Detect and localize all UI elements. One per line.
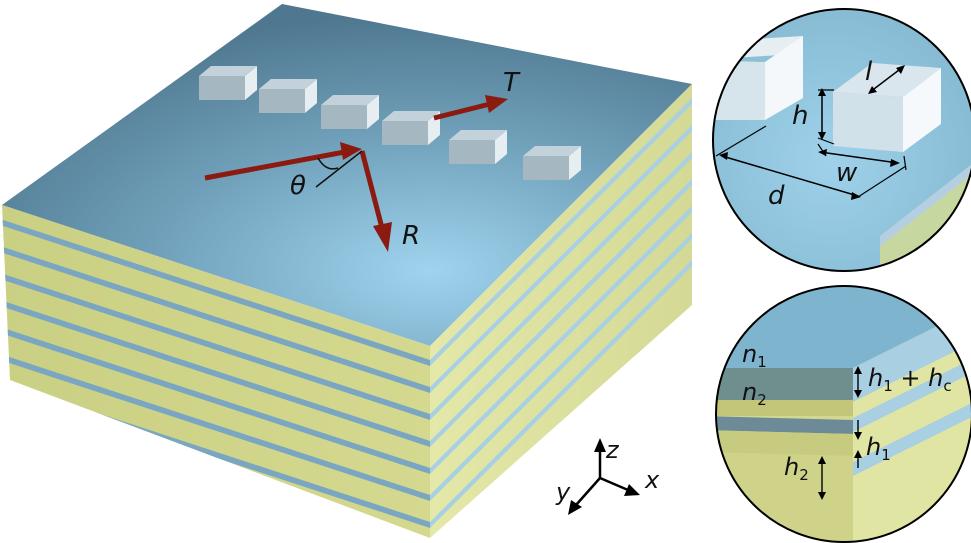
label-h1-sub: 1 xyxy=(881,446,891,464)
label-h1-main: h xyxy=(866,433,881,461)
label-h1c-sub1: 1 xyxy=(883,377,893,395)
right-layer-stripe xyxy=(430,206,692,474)
label-w: w xyxy=(836,158,858,188)
incident-arrowhead xyxy=(340,142,362,160)
nanopillar xyxy=(382,111,440,145)
front-layer-stripe xyxy=(2,327,430,474)
nanopillar xyxy=(259,79,317,113)
reflected-arrowhead xyxy=(373,222,392,252)
label-h2-main: h xyxy=(784,453,799,481)
label-h1: h1 xyxy=(866,433,891,464)
label-n2: n2 xyxy=(742,378,767,409)
angle-reference-line xyxy=(315,150,363,188)
inset-layer-stack xyxy=(715,285,971,543)
axis-label-x: x xyxy=(644,466,660,494)
label-h2-sub: 2 xyxy=(799,466,809,484)
right-layer-stripe xyxy=(430,125,692,393)
right-layer-stripe xyxy=(430,260,692,528)
nanopillar xyxy=(523,146,581,180)
label-h1c-plus: + xyxy=(893,364,928,392)
label-n1-main: n xyxy=(742,340,757,368)
x-axis-line xyxy=(599,476,629,492)
transmitted-arrow xyxy=(433,101,491,121)
front-layer-stripe xyxy=(2,354,430,501)
front-layer-stripe xyxy=(2,273,430,420)
right-layer-stripe xyxy=(430,152,692,420)
label-h1c-subc: c xyxy=(943,377,951,395)
beam-arrows xyxy=(204,95,508,252)
label-d: d xyxy=(768,181,785,211)
y-axis-head xyxy=(568,500,582,515)
transmitted-arrowhead xyxy=(485,95,508,113)
right-layer-stripe xyxy=(430,233,692,501)
x-axis-head xyxy=(624,484,640,496)
front-layer-stripe xyxy=(2,246,430,393)
label-transmitted: T xyxy=(503,68,521,98)
label-n1: n1 xyxy=(742,340,767,371)
right-layer-stripes xyxy=(430,98,692,528)
nanopillar xyxy=(199,66,257,100)
y-axis-line xyxy=(575,477,601,506)
reflected-arrow xyxy=(359,150,385,229)
inset-pillar-geometry xyxy=(712,8,971,272)
incident-arrow xyxy=(204,148,351,181)
axis-label-z: z xyxy=(605,436,620,464)
label-n2-main: n xyxy=(742,378,757,406)
right-layer-stripe xyxy=(430,98,692,366)
label-l: l xyxy=(865,57,873,87)
front-layer-stripe xyxy=(2,219,430,366)
front-layer-stripe xyxy=(2,300,430,447)
label-h: h xyxy=(792,101,808,131)
main-slab xyxy=(2,4,692,538)
label-h1c-h2: h xyxy=(928,364,943,392)
label-h2: h2 xyxy=(784,453,809,484)
slab-top-surface xyxy=(2,4,692,346)
label-h1-plus-hc: h1 + hc xyxy=(868,364,952,395)
axis-label-y: y xyxy=(555,478,571,506)
nanopillar xyxy=(449,130,507,164)
label-h1c-h: h xyxy=(868,364,883,392)
label-reflected: R xyxy=(402,221,420,251)
label-theta: θ xyxy=(290,171,306,201)
right-layer-stripe xyxy=(430,179,692,447)
label-n1-sub: 1 xyxy=(757,353,767,371)
nanopillar xyxy=(321,95,379,129)
nanopillar-row xyxy=(199,66,581,180)
z-axis-head xyxy=(594,438,606,452)
label-n2-sub: 2 xyxy=(757,391,767,409)
angle-arc xyxy=(317,157,339,170)
axis-triad xyxy=(568,438,640,515)
